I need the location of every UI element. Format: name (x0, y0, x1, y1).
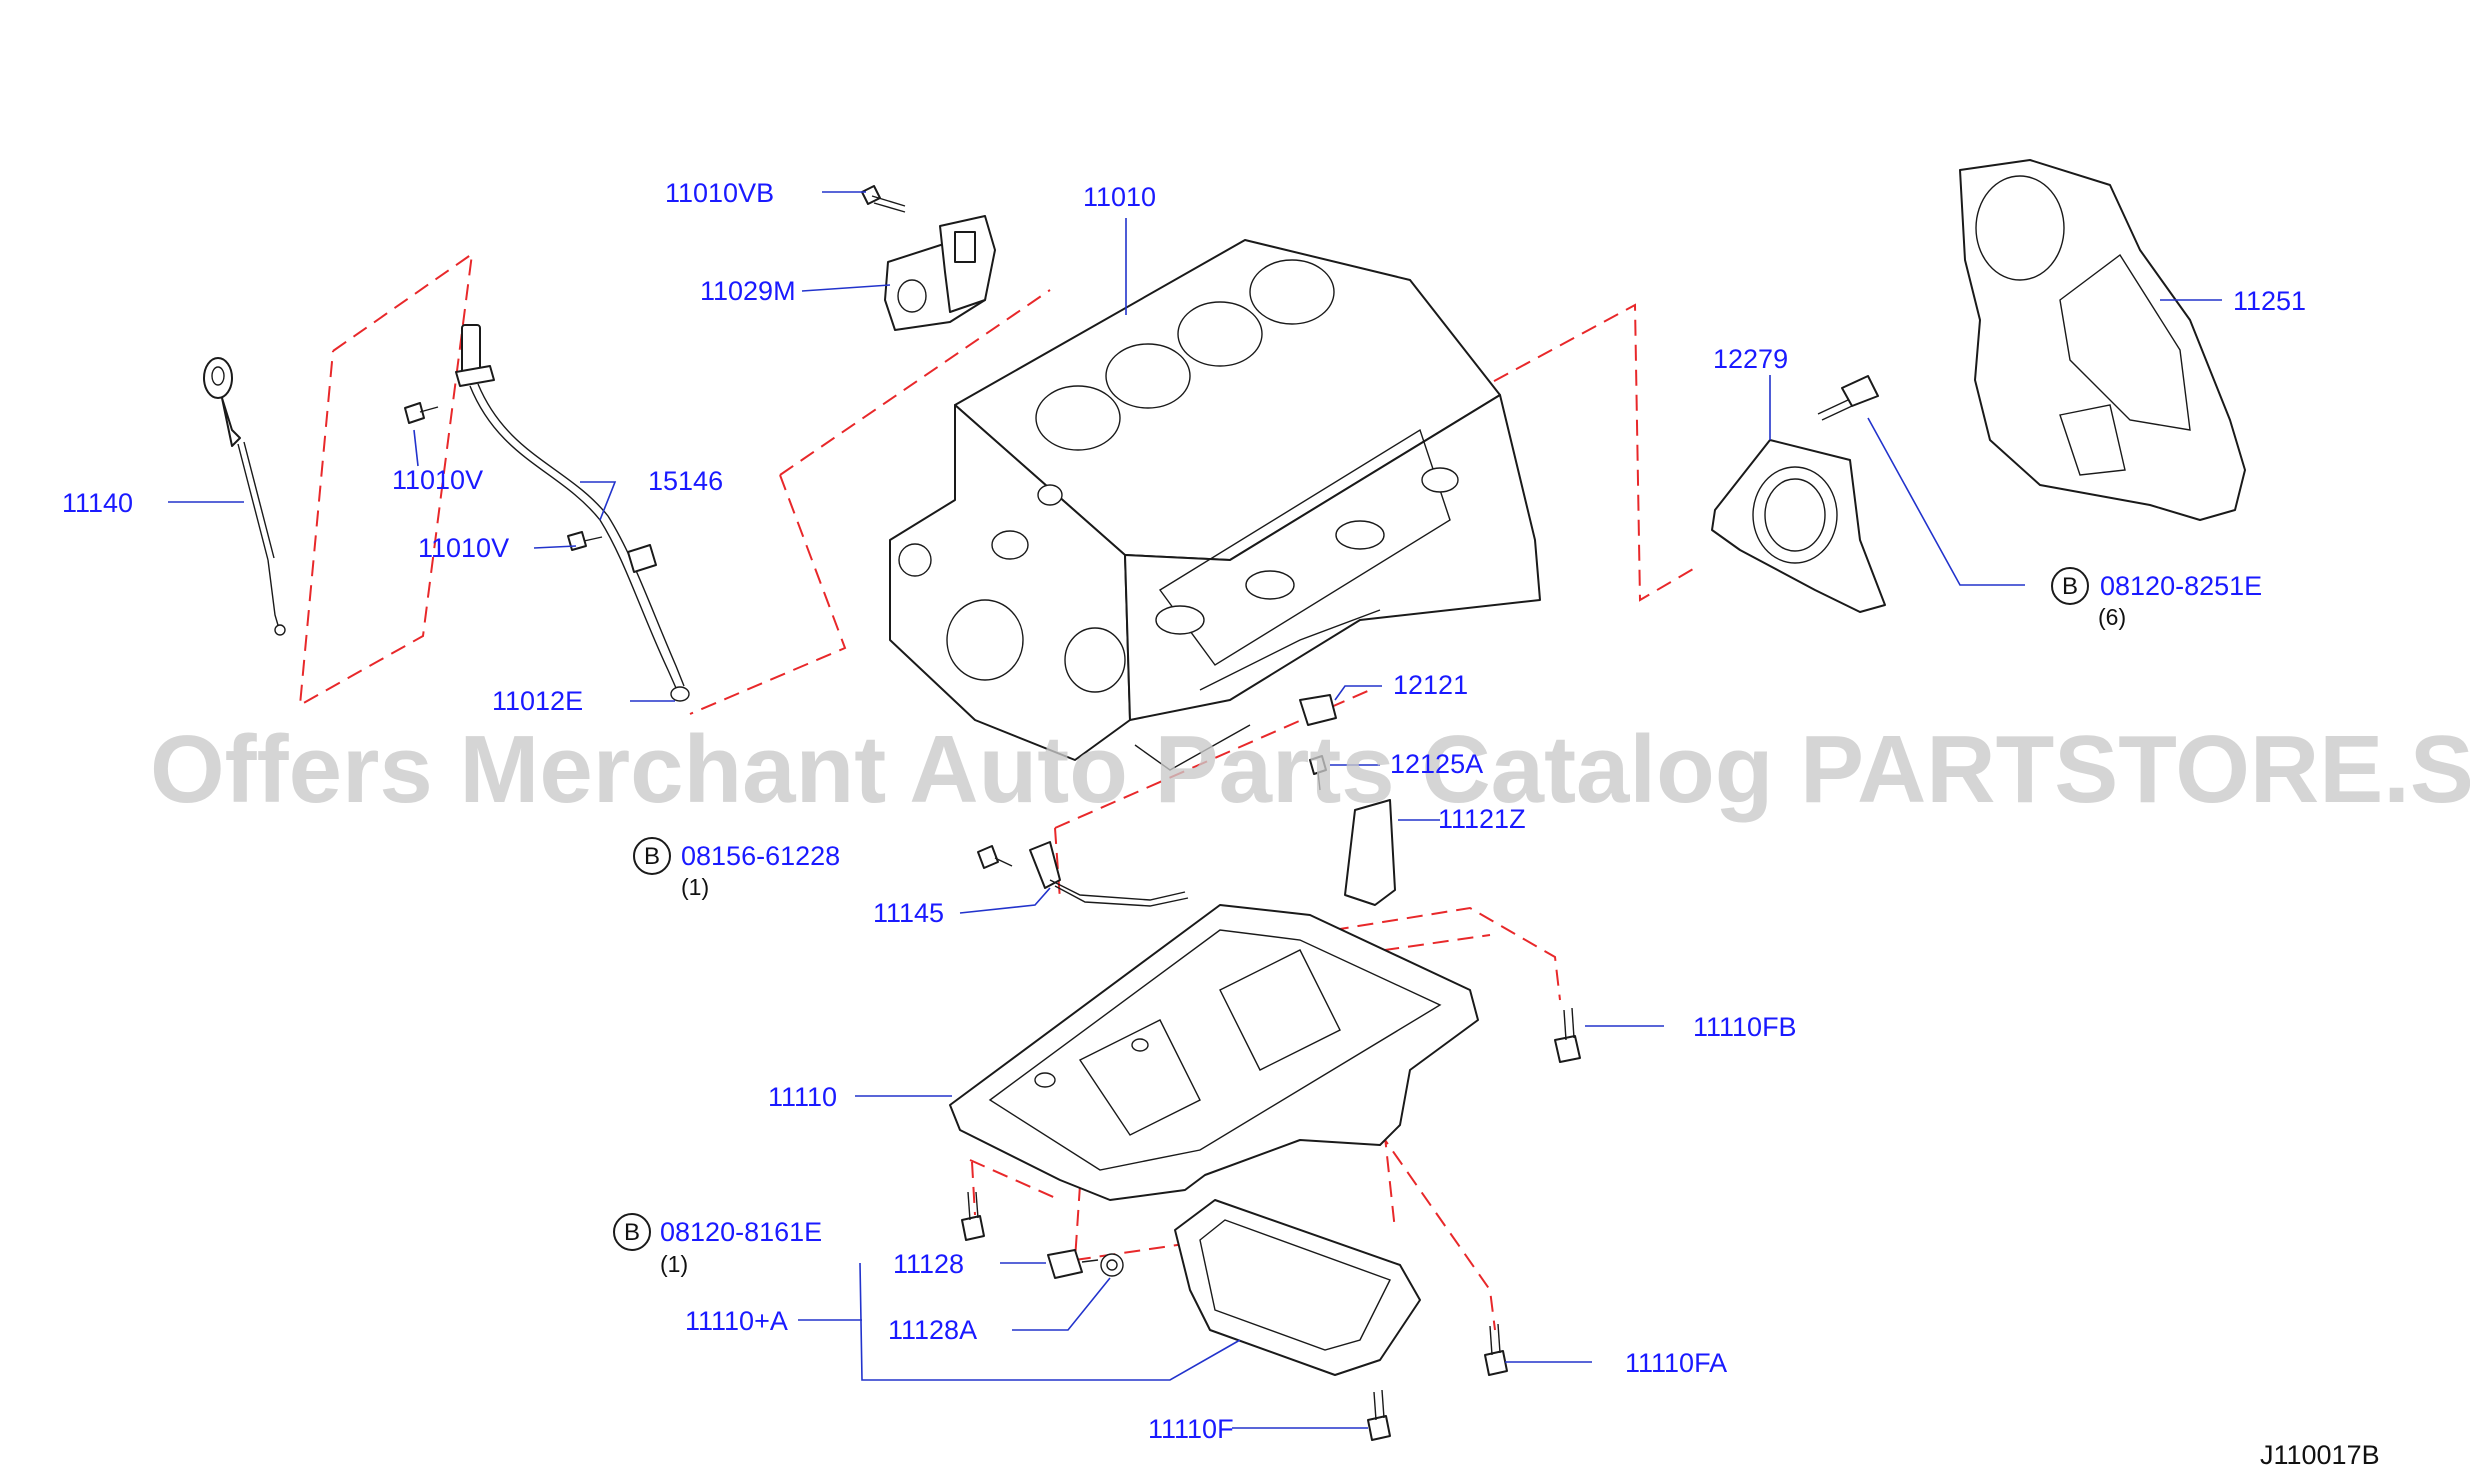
part-label-11012E: 11012E (492, 686, 583, 716)
part-label-11010: 11010 (1083, 182, 1156, 212)
part-label-11110FB: 11110FB (1693, 1012, 1797, 1042)
part-label-11140: 11140 (62, 488, 133, 518)
part-label-11145: 11145 (873, 898, 944, 928)
upper-oil-pan (949, 904, 1479, 1201)
part-label-11128A: 11128A (888, 1315, 977, 1345)
lower-oil-pan (1047, 1199, 1421, 1376)
part-label-12125A: 12125A (1390, 749, 1483, 779)
bolt-marker-08120-8251E (2051, 567, 2089, 605)
part-label-12279: 12279 (1713, 344, 1788, 374)
part-label-11029M: 11029M (700, 276, 796, 306)
quantity-08156-61228: (1) (681, 874, 709, 900)
watermark: Offers Merchant Auto Parts Catalog PARTS… (150, 716, 2470, 823)
part-label-08120-8251E: 08120-8251E (2100, 571, 2262, 601)
mount-bracket (861, 185, 996, 331)
part-label-11010VB: 11010VB (665, 178, 774, 208)
part-label-15146: 15146 (648, 466, 723, 496)
cylinder-block (889, 239, 1541, 771)
part-label-08156-61228: 08156-61228 (681, 841, 840, 871)
leader-lines (168, 191, 2222, 1429)
bolt-marker-letter: B (2062, 573, 2078, 600)
part-label-11128: 11128 (893, 1249, 964, 1279)
part-label-11010V-upper: 11010V (392, 465, 483, 495)
diagram-reference-code: J110017B (2260, 1440, 2380, 1470)
part-label-12121: 12121 (1393, 670, 1468, 700)
bolt-marker-letter: B (644, 843, 660, 870)
part-label-11251: 11251 (2233, 286, 2306, 316)
part-label-11121Z: 11121Z (1438, 804, 1526, 834)
quantity-08120-8161E: (1) (660, 1251, 688, 1277)
block-small-parts (1299, 694, 1396, 906)
bolt-marker-08156-61228 (633, 837, 671, 875)
rear-seal-retainer (1711, 375, 1886, 613)
dipstick-guide-tube (404, 324, 690, 702)
bolt-marker-08120-8161E (613, 1213, 651, 1251)
part-label-08120-8161E: 08120-8161E (660, 1217, 822, 1247)
bolt-marker-letter: B (624, 1219, 640, 1246)
part-label-11110: 11110 (768, 1082, 837, 1112)
oil-level-sensor (977, 841, 1189, 907)
dipstick (203, 357, 286, 636)
part-label-11010V-lower: 11010V (418, 533, 509, 563)
part-label-11110F: 11110F (1148, 1414, 1234, 1444)
loose-bolts (961, 1007, 1581, 1441)
part-label-11110-plus-a: 11110+A (685, 1306, 788, 1336)
part-labels: 11010VB 11010 11029M 11251 12279 11140 1… (62, 178, 2306, 1444)
part-label-11110FA: 11110FA (1625, 1348, 1727, 1378)
quantity-08120-8251E: (6) (2098, 604, 2126, 630)
rear-plate (1959, 159, 2246, 521)
